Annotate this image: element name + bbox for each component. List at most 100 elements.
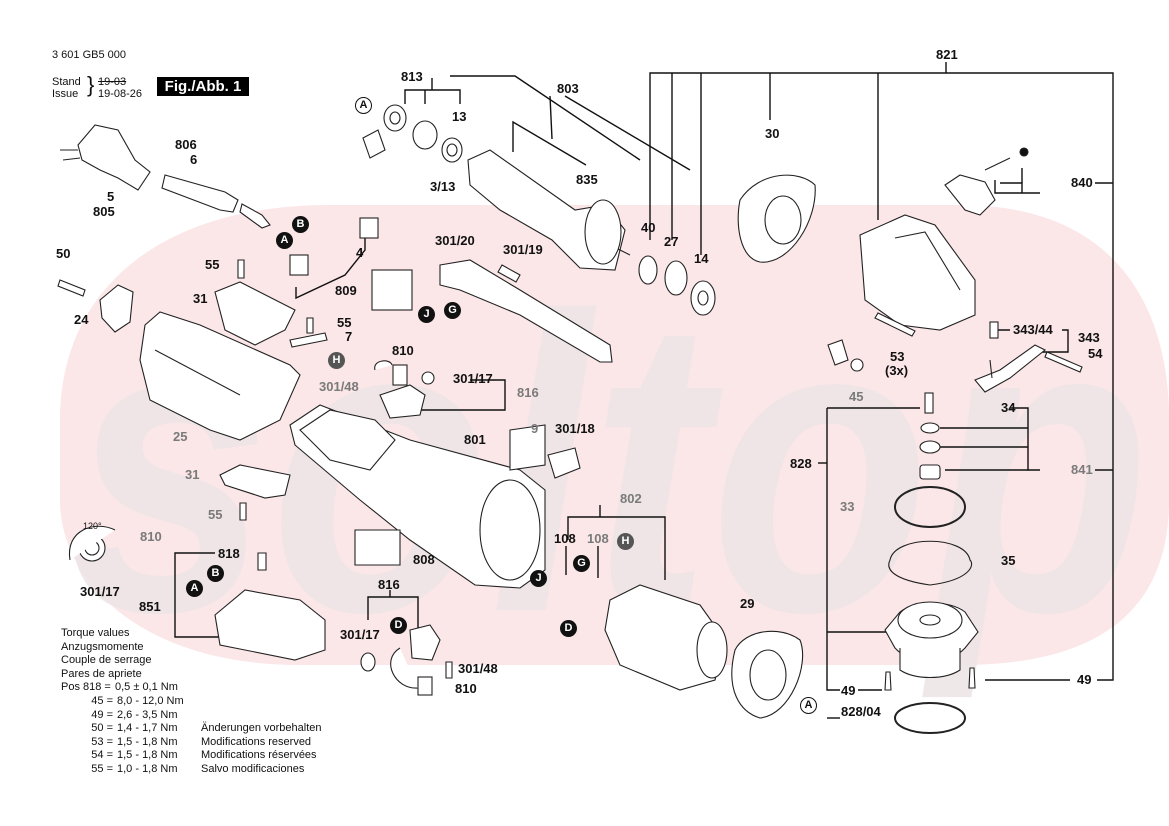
callout-301-48-top[interactable]: 301/48 bbox=[319, 379, 359, 394]
callout-802[interactable]: 802 bbox=[620, 491, 642, 506]
callout-301-17-bottom[interactable]: 301/17 bbox=[340, 627, 380, 642]
retaining-ring-40 bbox=[638, 255, 658, 285]
marker-b-cable[interactable]: B bbox=[292, 216, 309, 233]
marker-j-switch[interactable]: J bbox=[418, 306, 435, 323]
marker-j-stator[interactable]: J bbox=[530, 570, 547, 587]
issue-label: Issue bbox=[52, 88, 79, 100]
callout-34[interactable]: 34 bbox=[1001, 400, 1016, 415]
marker-h-stator[interactable]: H bbox=[617, 533, 634, 550]
marker-b-module[interactable]: B bbox=[207, 565, 224, 582]
callout-301-48-bottom[interactable]: 301/48 bbox=[458, 661, 498, 676]
callout-301-18[interactable]: 301/18 bbox=[555, 421, 595, 436]
callout-5[interactable]: 5 bbox=[107, 189, 115, 204]
ring-27 bbox=[664, 260, 688, 296]
callout-301-17-left[interactable]: 301/17 bbox=[80, 584, 120, 599]
callout-810-bottom[interactable]: 810 bbox=[455, 681, 477, 696]
marker-d-stator[interactable]: D bbox=[560, 620, 577, 637]
callout-301-20[interactable]: 301/20 bbox=[435, 233, 475, 248]
callout-821[interactable]: 821 bbox=[936, 47, 958, 62]
callout-4[interactable]: 4 bbox=[356, 245, 364, 260]
callout-808[interactable]: 808 bbox=[413, 552, 435, 567]
callout-828-04[interactable]: 828/04 bbox=[841, 704, 881, 719]
callout-55-mid[interactable]: 55 bbox=[337, 315, 352, 330]
handle-housing-25 bbox=[139, 311, 301, 441]
callout-3x[interactable]: (3x) bbox=[885, 363, 909, 378]
callout-805[interactable]: 805 bbox=[93, 204, 115, 219]
callout-801[interactable]: 801 bbox=[464, 432, 486, 447]
callout-9[interactable]: 9 bbox=[531, 421, 539, 436]
callout-29[interactable]: 29 bbox=[740, 596, 755, 611]
callout-33[interactable]: 33 bbox=[840, 499, 855, 514]
brush-810c bbox=[417, 676, 433, 696]
modifications-notice: Änderungen vorbehalten Modifications res… bbox=[201, 722, 321, 776]
callout-7[interactable]: 7 bbox=[345, 329, 353, 344]
callout-31-bottom[interactable]: 31 bbox=[185, 467, 200, 482]
callout-45[interactable]: 45 bbox=[849, 389, 864, 404]
callout-301-17-top[interactable]: 301/17 bbox=[453, 371, 493, 386]
callout-31-top[interactable]: 31 bbox=[193, 291, 208, 306]
callout-806[interactable]: 806 bbox=[175, 137, 197, 152]
callout-53[interactable]: 53 bbox=[890, 349, 905, 364]
callout-3-13[interactable]: 3/13 bbox=[430, 179, 456, 194]
callout-30[interactable]: 30 bbox=[765, 126, 780, 141]
callout-55-top[interactable]: 55 bbox=[205, 257, 220, 272]
callout-810-left[interactable]: 810 bbox=[140, 529, 162, 544]
callout-818[interactable]: 818 bbox=[218, 546, 240, 561]
callout-803[interactable]: 803 bbox=[557, 81, 579, 96]
callout-13[interactable]: 13 bbox=[452, 109, 467, 124]
marker-a-cable[interactable]: A bbox=[276, 232, 293, 249]
marker-d-brush[interactable]: D bbox=[390, 617, 407, 634]
callout-40[interactable]: 40 bbox=[641, 220, 656, 235]
screw-50 bbox=[57, 279, 86, 297]
marker-g-stator[interactable]: G bbox=[573, 555, 590, 572]
callout-49-right[interactable]: 49 bbox=[1077, 672, 1092, 687]
callout-809[interactable]: 809 bbox=[335, 283, 357, 298]
callout-810-top[interactable]: 810 bbox=[392, 343, 414, 358]
callout-27[interactable]: 27 bbox=[664, 234, 679, 249]
callout-108-b[interactable]: 108 bbox=[587, 531, 609, 546]
o-ring-33 bbox=[894, 486, 966, 528]
label-808 bbox=[354, 529, 401, 566]
torque-row: 55 =1,0 - 1,8 Nm bbox=[91, 762, 178, 775]
callout-841[interactable]: 841 bbox=[1071, 462, 1093, 477]
callout-50[interactable]: 50 bbox=[56, 246, 71, 261]
modifications-en: Modifications reserved bbox=[201, 735, 312, 748]
callout-835[interactable]: 835 bbox=[576, 172, 598, 187]
callout-851[interactable]: 851 bbox=[139, 599, 161, 614]
callout-840[interactable]: 840 bbox=[1071, 175, 1093, 190]
sleeve-841 bbox=[919, 464, 941, 480]
electronics-module-851 bbox=[214, 589, 326, 661]
callout-49-left[interactable]: 49 bbox=[841, 683, 856, 698]
brush-holder-816 bbox=[409, 624, 441, 661]
marker-a-airguide[interactable]: A bbox=[800, 697, 817, 714]
screw-301-48 bbox=[445, 661, 453, 679]
callout-54[interactable]: 54 bbox=[1088, 346, 1103, 361]
callout-816-top[interactable]: 816 bbox=[517, 385, 539, 400]
callout-301-19[interactable]: 301/19 bbox=[503, 242, 543, 257]
callout-25[interactable]: 25 bbox=[173, 429, 188, 444]
callout-24[interactable]: 24 bbox=[74, 312, 89, 327]
callout-108-a[interactable]: 108 bbox=[554, 531, 576, 546]
cover-31-top bbox=[214, 281, 296, 346]
callout-343[interactable]: 343 bbox=[1078, 330, 1100, 345]
callout-14[interactable]: 14 bbox=[694, 251, 709, 266]
marker-a-module[interactable]: A bbox=[186, 580, 203, 597]
callout-816-bottom[interactable]: 816 bbox=[378, 577, 400, 592]
marker-g-switch[interactable]: G bbox=[444, 302, 461, 319]
marker-h-brush[interactable]: H bbox=[328, 352, 345, 369]
callout-35[interactable]: 35 bbox=[1001, 553, 1016, 568]
bearing-ring bbox=[919, 440, 941, 454]
callout-813[interactable]: 813 bbox=[401, 69, 423, 84]
modifications-es: Salvo modificaciones bbox=[201, 762, 305, 775]
callout-55-bottom[interactable]: 55 bbox=[208, 507, 223, 522]
callout-828[interactable]: 828 bbox=[790, 456, 812, 471]
stator-802 bbox=[604, 584, 726, 691]
marker-a-bearing[interactable]: A bbox=[355, 97, 372, 114]
o-ring-828-04 bbox=[894, 702, 966, 734]
leader-lines bbox=[174, 62, 1114, 719]
spring-301-19 bbox=[497, 264, 521, 283]
callout-343-44[interactable]: 343/44 bbox=[1013, 322, 1053, 337]
end-cap-24 bbox=[99, 284, 134, 333]
callout-6[interactable]: 6 bbox=[190, 152, 198, 167]
